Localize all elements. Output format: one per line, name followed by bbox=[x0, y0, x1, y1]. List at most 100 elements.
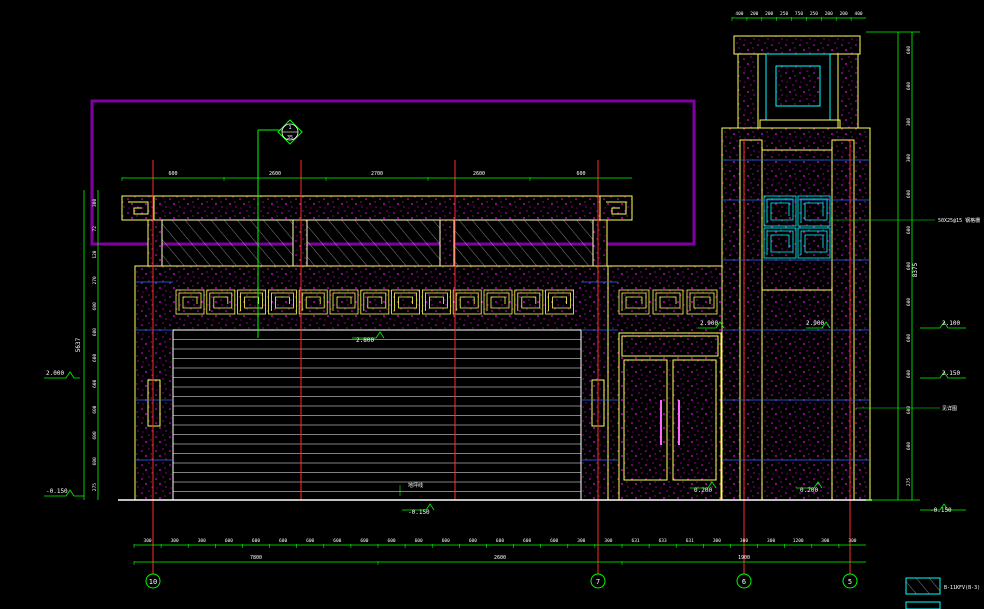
level-marks: 2.000 -0.150 2.800 -0.150 2.900 2.900 0.… bbox=[44, 320, 966, 516]
level-right-2100: 2.100 bbox=[920, 320, 966, 329]
dim-text: 275 bbox=[906, 478, 912, 486]
dim-text: 600 bbox=[92, 379, 98, 387]
right-detail-note: 见详图 bbox=[942, 405, 957, 412]
dim-text: 600 bbox=[906, 334, 912, 342]
dim-text: 600 bbox=[906, 298, 912, 306]
level-door1-floor: 0.200 bbox=[690, 481, 717, 494]
fret-tile bbox=[267, 289, 297, 315]
fret-tile bbox=[763, 227, 797, 259]
axis-bubble-6-label: 6 bbox=[742, 578, 746, 586]
dim-text: 600 bbox=[225, 538, 233, 544]
legend-swatch-2 bbox=[905, 601, 941, 609]
dim-text: 600 bbox=[906, 82, 912, 90]
dim-text: 600 bbox=[387, 538, 395, 544]
dim-text: 270 bbox=[92, 276, 98, 284]
level-door2-2900: 2.900 bbox=[806, 320, 831, 329]
tower bbox=[721, 35, 871, 501]
section-marker-bottom: 35 bbox=[287, 135, 293, 141]
fret-tile bbox=[206, 289, 236, 315]
fret-tile bbox=[360, 289, 390, 315]
level-garage-floor-text: -0.150 bbox=[408, 509, 430, 516]
axis-lines bbox=[152, 140, 851, 575]
fret-tile bbox=[514, 289, 544, 315]
side-door-1 bbox=[618, 332, 722, 501]
dim-text: 600 bbox=[906, 406, 912, 414]
dim-text: 600 bbox=[576, 171, 585, 177]
level-right-m0150-text: -0.150 bbox=[930, 507, 952, 514]
dim-text: 300 bbox=[198, 538, 206, 544]
dim-text: 300 bbox=[740, 538, 748, 544]
dim-text: 633 bbox=[659, 538, 667, 544]
dimension-lines bbox=[83, 17, 920, 563]
dim-text: 600 bbox=[279, 538, 287, 544]
dim-text: 200 bbox=[765, 11, 773, 17]
dim-text: 300 bbox=[171, 538, 179, 544]
floor-line-note: 地坪线 bbox=[408, 482, 423, 489]
dim-text: 600 bbox=[92, 302, 98, 310]
dim-text: 120 bbox=[92, 250, 98, 258]
level-garage-floor: -0.150 bbox=[402, 503, 435, 516]
level-right-2150-text: 2.150 bbox=[942, 370, 960, 377]
axis-bubble-10-label: 10 bbox=[149, 578, 157, 586]
axis-bubble-7-label: 7 bbox=[596, 578, 600, 586]
level-right-2100-text: 2.100 bbox=[942, 320, 960, 327]
level-right-m0150: -0.150 bbox=[920, 503, 966, 514]
dim-text: 600 bbox=[92, 431, 98, 439]
level-door2-2900-text: 2.900 bbox=[806, 320, 824, 327]
dim-text: 2600 bbox=[269, 171, 281, 177]
dim-text: 600 bbox=[92, 457, 98, 465]
dim-text: 600 bbox=[550, 538, 558, 544]
pergola-glass bbox=[161, 219, 594, 267]
section-marker[interactable]: 1 35 bbox=[257, 119, 303, 338]
axis-bubble-6[interactable]: 6 bbox=[736, 573, 752, 589]
fret-tile bbox=[545, 289, 574, 315]
axis-bubbles: 10 7 6 5 bbox=[145, 573, 858, 589]
axis-bubble-5[interactable]: 5 bbox=[842, 573, 858, 589]
pergola-posts bbox=[147, 219, 608, 267]
axis-bubble-7[interactable]: 7 bbox=[590, 573, 606, 589]
legend-label: B-11KFV(B-3) bbox=[944, 585, 980, 591]
dim-text: 300 bbox=[143, 538, 151, 544]
dim-text: 600 bbox=[92, 354, 98, 362]
dim-text: 400 bbox=[735, 11, 743, 17]
dim-text: 600 bbox=[906, 370, 912, 378]
dim-text: 600 bbox=[415, 538, 423, 544]
fret-tile bbox=[452, 289, 482, 315]
dim-text: 600 bbox=[333, 538, 341, 544]
legend: B-11KFV(B-3) bbox=[905, 577, 980, 609]
dim-text: 200 bbox=[840, 11, 848, 17]
dim-text: 300 bbox=[821, 538, 829, 544]
dim-text: 250 bbox=[780, 11, 788, 17]
fret-tile bbox=[329, 289, 359, 315]
dims-left-total: 5637 bbox=[75, 337, 82, 352]
dim-text: 300 bbox=[767, 538, 775, 544]
dim-text: 2600 bbox=[494, 555, 506, 561]
dim-text: 300 bbox=[604, 538, 612, 544]
fret-tile bbox=[797, 195, 831, 227]
fret-tile bbox=[797, 227, 831, 259]
annotations: 50X25@15 钢格栅 见详图 地坪线 bbox=[399, 217, 980, 496]
dim-text: 600 bbox=[906, 46, 912, 54]
level-garage-2800-text: 2.800 bbox=[356, 337, 374, 344]
dim-text: 631 bbox=[631, 538, 639, 544]
level-left-m0150-text: -0.150 bbox=[46, 488, 68, 495]
dim-text: 275 bbox=[92, 483, 98, 491]
fret-tile bbox=[237, 289, 267, 315]
dim-text: 1200 bbox=[793, 538, 804, 544]
fret-tile bbox=[421, 289, 451, 315]
level-door2-floor: 0.200 bbox=[796, 481, 823, 494]
fret-tile bbox=[175, 289, 205, 315]
fret-tile bbox=[652, 289, 684, 315]
dim-text: 600 bbox=[496, 538, 504, 544]
level-left-2000: 2.000 bbox=[44, 370, 80, 379]
dim-text: 600 bbox=[906, 190, 912, 198]
dim-text: 600 bbox=[360, 538, 368, 544]
axis-bubble-5-label: 5 bbox=[848, 578, 852, 586]
dim-text: 600 bbox=[92, 405, 98, 413]
dim-text: 250 bbox=[810, 11, 818, 17]
axis-bubble-10[interactable]: 10 bbox=[145, 573, 161, 589]
